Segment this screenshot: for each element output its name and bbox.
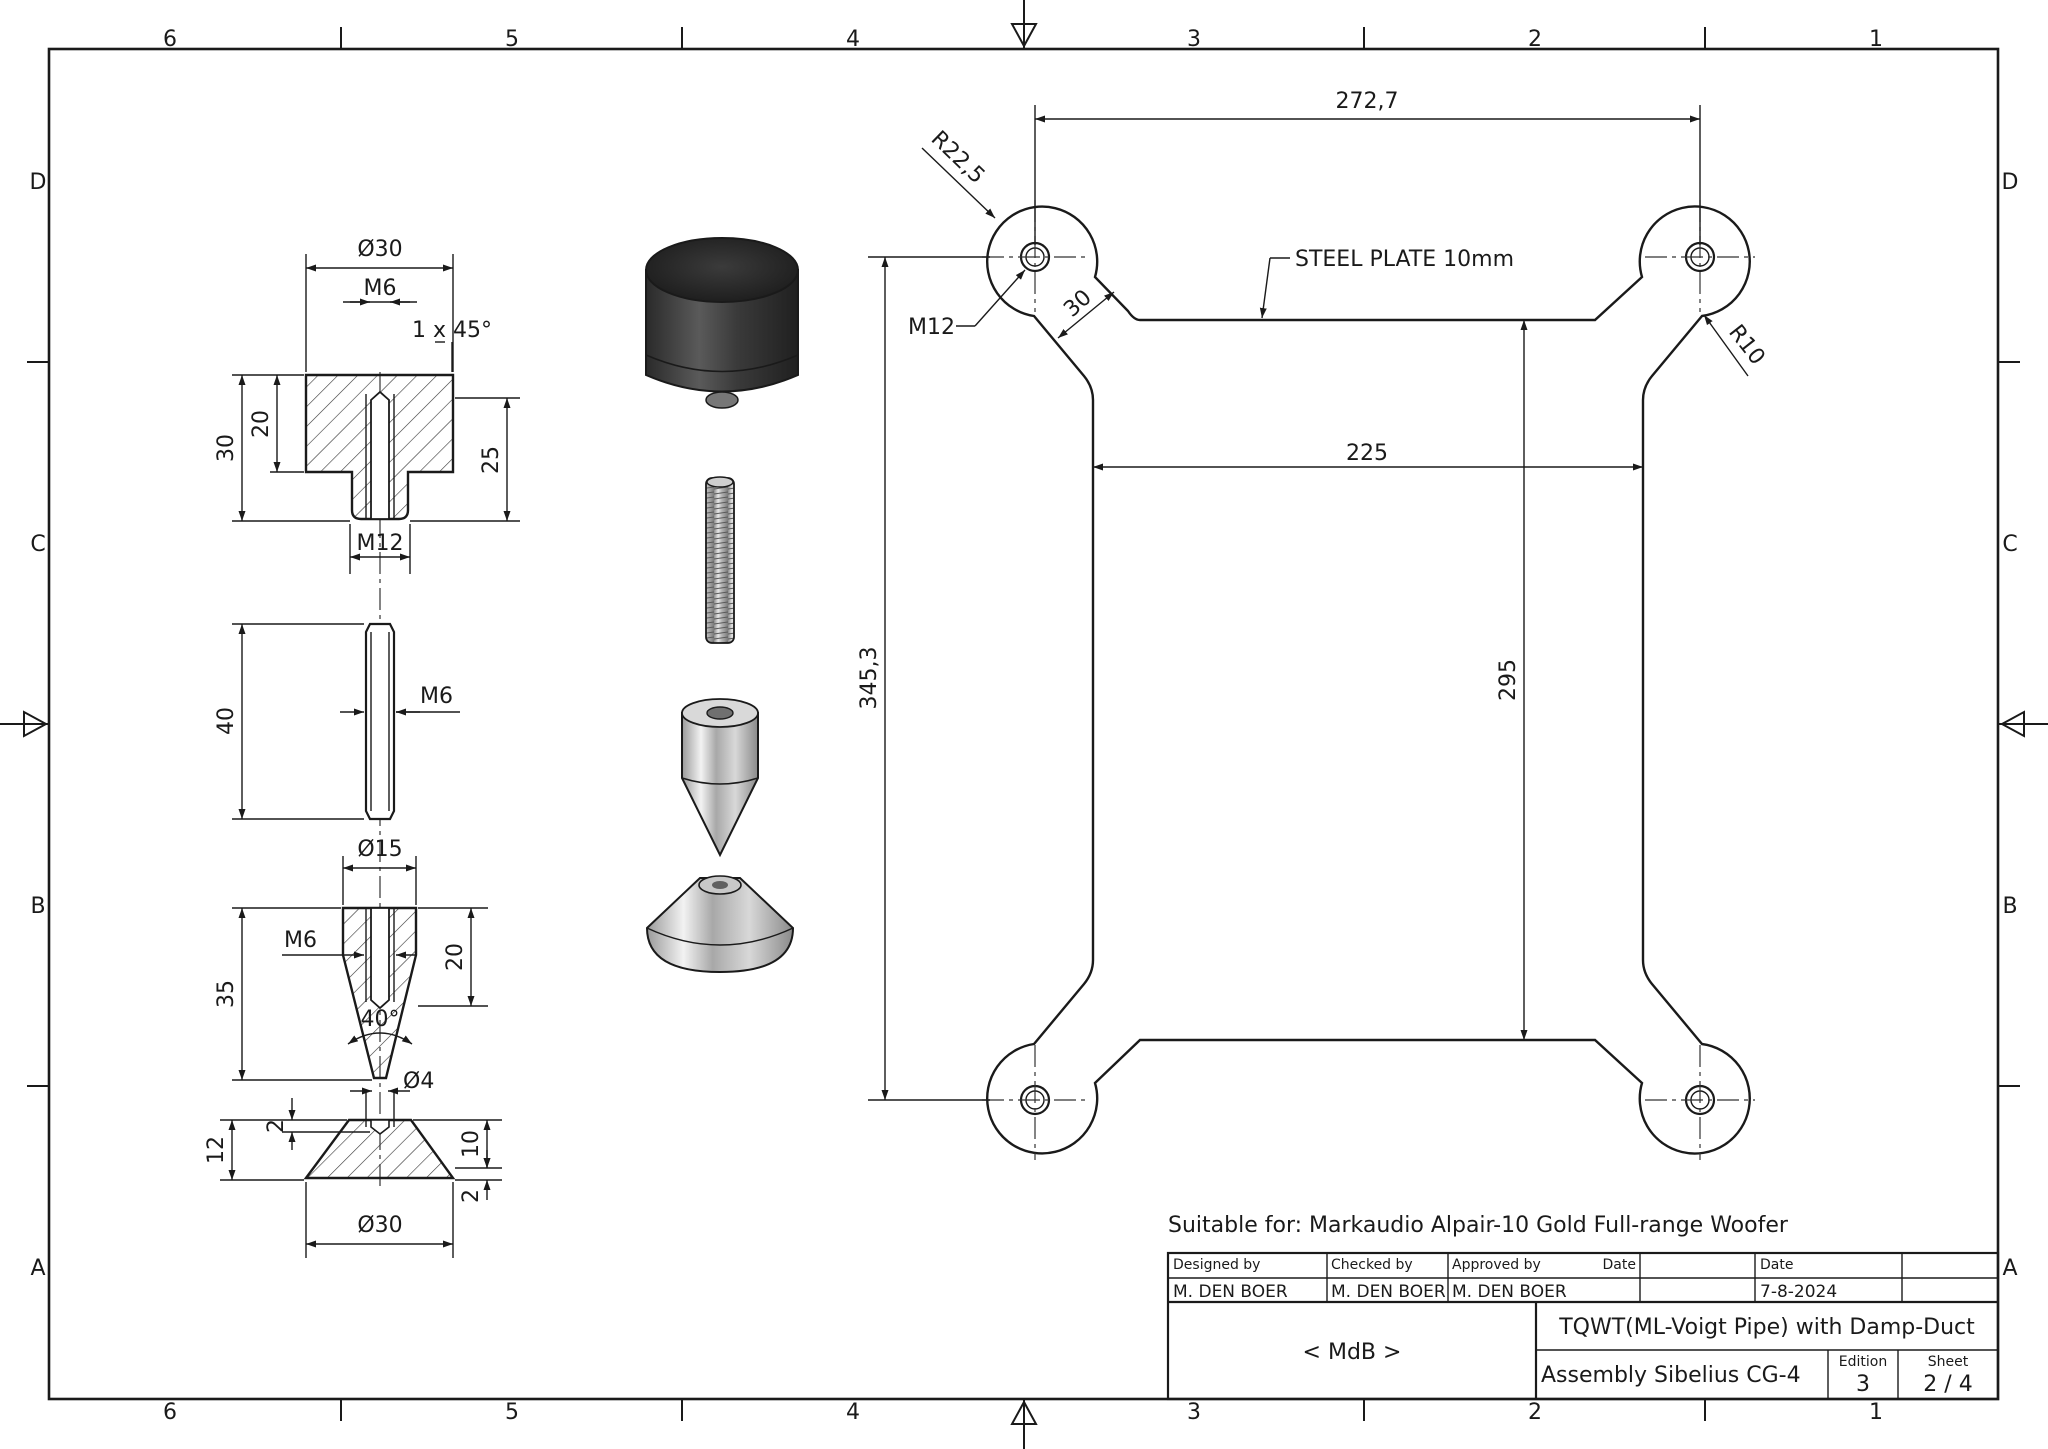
- hole-centerlines: [982, 200, 1755, 1160]
- dim-knob-height-30: 30: [214, 434, 239, 462]
- row-label: C: [30, 532, 45, 557]
- dim-plate-radius-small: R10: [1723, 320, 1769, 369]
- dim-knob-height-20: 20: [249, 410, 274, 438]
- cup-section: 12 2 10 2 Ø30: [204, 1090, 502, 1258]
- edition-label: Edition: [1839, 1354, 1887, 1370]
- dim-plate-radius-big: R22,5: [926, 126, 990, 189]
- col-label: 3: [1187, 27, 1201, 52]
- dim-plate-width: 272,7: [1336, 89, 1399, 114]
- date-label-2: Date: [1760, 1257, 1793, 1273]
- dim-cup-diameter: Ø30: [357, 1213, 402, 1238]
- row-label: A: [30, 1256, 45, 1281]
- knob-render: [645, 237, 799, 409]
- dim-knob-height-25: 25: [479, 446, 504, 474]
- checked-by-label: Checked by: [1331, 1257, 1413, 1273]
- title-block: Designed by M. DEN BOER Checked by M. DE…: [1166, 1251, 2000, 1401]
- sheet-value: 2 / 4: [1923, 1372, 1972, 1397]
- spike-thread-bore: [370, 907, 390, 1010]
- company-name: < MdB >: [1303, 1340, 1402, 1365]
- dim-plate-hole: M12: [908, 315, 955, 340]
- dim-spike-height-35: 35: [214, 980, 239, 1008]
- dim-spike-tip: Ø4: [403, 1069, 434, 1094]
- spike-render: [681, 698, 759, 858]
- row-label: B: [30, 894, 45, 919]
- col-label: 5: [505, 1400, 519, 1425]
- sheet-label: Sheet: [1928, 1354, 1969, 1370]
- dim-knob-diameter: Ø30: [357, 237, 402, 262]
- approved-by-label: Approved by: [1452, 1257, 1541, 1273]
- cup-recess: [370, 1119, 390, 1136]
- dim-cup-base-2: 2: [459, 1189, 484, 1203]
- dim-stud-thread: M6: [420, 684, 453, 709]
- date-label-1: Date: [1603, 1257, 1636, 1273]
- steel-plate-view: 272,7 R22,5 STEEL PLATE 10mm M12 30 R10 …: [857, 89, 1770, 1160]
- col-label: 3: [1187, 1400, 1201, 1425]
- dim-plate-neck: 30: [1059, 285, 1097, 322]
- date-value: 7-8-2024: [1760, 1282, 1837, 1302]
- dim-cup-recess-2: 2: [264, 1119, 289, 1133]
- knob-section: Ø30 M6 1 x 45° 30 20 25: [214, 237, 520, 574]
- plate-material-note: STEEL PLATE 10mm: [1295, 247, 1514, 272]
- col-label: 2: [1528, 1400, 1542, 1425]
- row-label: B: [2002, 894, 2017, 919]
- row-label: C: [2002, 532, 2017, 557]
- dim-knob-thread: M6: [364, 276, 397, 301]
- approved-by-value: M. DEN BOER: [1452, 1282, 1567, 1302]
- col-label: 6: [163, 27, 177, 52]
- row-labels: D C B A D C B A: [30, 170, 2019, 1281]
- dim-cup-height-10: 10: [459, 1130, 484, 1158]
- column-labels: 6 5 4 3 2 1 6 5 4 3 2 1: [163, 27, 1883, 1425]
- col-label: 4: [846, 1400, 860, 1425]
- stud-body: [364, 622, 396, 821]
- plate-holes: [1019, 241, 1716, 1116]
- col-label: 4: [846, 27, 860, 52]
- col-label: 1: [1869, 1400, 1883, 1425]
- stud-render: [705, 476, 735, 644]
- suitability-note: Suitable for: Markaudio Alpair-10 Gold F…: [1168, 1213, 1789, 1238]
- col-label: 6: [163, 1400, 177, 1425]
- drawing-title: TQWT(ML-Voigt Pipe) with Damp-Duct: [1558, 1315, 1975, 1340]
- cup-render: [645, 875, 795, 974]
- dim-spike-thread: M6: [284, 928, 317, 953]
- dim-spike-diameter: Ø15: [357, 837, 402, 862]
- col-label: 1: [1869, 27, 1883, 52]
- plate-outline: [986, 205, 1751, 1155]
- part-renders: [645, 237, 799, 974]
- dim-spike-height-20: 20: [443, 943, 468, 971]
- knob-thread-bore: [370, 390, 390, 520]
- spike-section: Ø15 M6 35 20 40° Ø4: [214, 837, 488, 1095]
- dim-cup-height-12: 12: [204, 1136, 229, 1164]
- dim-knob-chamfer: 1 x 45°: [412, 318, 492, 343]
- col-label: 5: [505, 27, 519, 52]
- dim-spike-angle: 40°: [361, 1007, 400, 1032]
- row-label: D: [30, 170, 47, 195]
- dim-plate-height: 345,3: [857, 647, 882, 710]
- designed-by-label: Designed by: [1173, 1257, 1260, 1273]
- stud-view: 40 M6: [214, 622, 460, 821]
- edition-value: 3: [1856, 1372, 1870, 1397]
- dim-plate-inner-width: 225: [1346, 441, 1388, 466]
- cup-body: [303, 1118, 456, 1180]
- designed-by-value: M. DEN BOER: [1173, 1282, 1288, 1302]
- row-label: D: [2002, 170, 2019, 195]
- dim-stud-length: 40: [214, 707, 239, 735]
- row-label: A: [2002, 1256, 2017, 1281]
- dim-knob-m12: M12: [357, 531, 404, 556]
- checked-by-value: M. DEN BOER: [1331, 1282, 1446, 1302]
- dim-plate-inner-height: 295: [1496, 659, 1521, 701]
- frame-ticks: [27, 27, 2020, 1421]
- section-views: Ø30 M6 1 x 45° 30 20 25: [204, 237, 520, 1258]
- frame-border: [47, 47, 2000, 1401]
- col-label: 2: [1528, 27, 1542, 52]
- drawing-subtitle: Assembly Sibelius CG-4: [1541, 1363, 1801, 1388]
